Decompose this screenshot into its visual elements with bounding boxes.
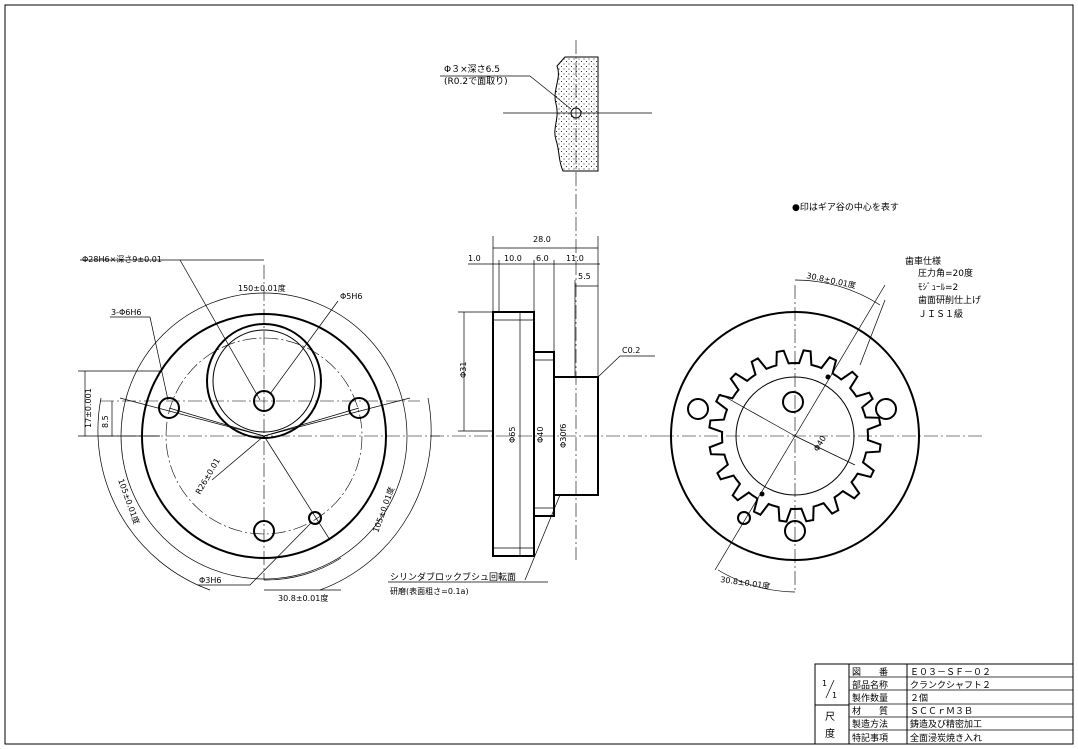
gear-spec-title: 歯車仕様 <box>905 255 941 267</box>
angle-right-label: 105±0.01度 <box>370 485 396 533</box>
scale-top: 1 <box>822 679 827 688</box>
dim-10-label: 10.0 <box>504 254 522 263</box>
row-label-method: 製造方法 <box>852 718 888 730</box>
right-angle-bottom-label: 30.8±0.01度 <box>720 574 771 591</box>
dia-40-label: Φ40 <box>536 427 545 443</box>
row-value-quantity: ２個 <box>910 692 928 704</box>
row-value-material: ＳＣＣｒＭ３Ｂ <box>910 707 973 717</box>
dim-55-label: 5.5 <box>578 272 591 281</box>
hole-note-line2: (R0.2で面取り) <box>444 76 508 87</box>
row-label-drawing-no: 図 番 <box>852 666 888 678</box>
dim-17-label: 17±0.001 <box>84 388 93 428</box>
dim-6-label: 6.0 <box>536 254 549 263</box>
scale-label-1: 尺 <box>825 711 835 723</box>
right-angle-top-label: 30.8±0.01度 <box>806 270 857 290</box>
hole-3h6-label: Φ3H6 <box>199 576 222 585</box>
gear-spec-block: 歯車仕様 圧力角=20度 ﾓｼﾞｭｰﾙ=2 歯面研削仕上げ ＪＩＳ１級 <box>905 255 981 320</box>
dim-11-label: 11.0 <box>566 254 584 263</box>
hole-5h6-label: Φ5H6 <box>340 292 363 301</box>
dim-1-label: 1.0 <box>468 254 481 263</box>
gear-spec-grade: ＪＩＳ１級 <box>918 308 963 320</box>
dim-85-label: 8.5 <box>101 415 110 428</box>
row-label-notes: 特記事項 <box>852 732 888 744</box>
surface-note2-label: 研磨(表面粗さ=0.1a) <box>390 586 469 596</box>
dia-65-label: Φ65 <box>508 427 517 443</box>
gear-spec-finish: 歯面研削仕上げ <box>918 294 981 306</box>
row-label-part-name: 部品名称 <box>852 679 888 691</box>
right-dia-40-label: Φ40 <box>812 434 828 453</box>
scale-label-2: 度 <box>825 727 835 740</box>
side-view: 28.0 1.0 10.0 6.0 11.0 5.5 C0.2 Φ31 Φ65 … <box>388 235 660 596</box>
top-detail-view: Φ３×深さ6.5 (R0.2で面取り) <box>440 40 652 195</box>
surface-note-label: シリンダブロックブシュ回転面 <box>390 571 516 583</box>
left-view: Φ28H6×深さ9±0.01 150±0.01度 Φ5H6 3-Φ6H6 17±… <box>78 255 440 603</box>
sheet-border <box>4 4 1074 745</box>
angle-bottom-label: 30.8±0.01度 <box>278 593 328 603</box>
radius-label: R26±0.01 <box>194 457 222 496</box>
row-value-part-name: クランクシャフト２ <box>910 680 991 691</box>
angle-left-label: 105±0.01度 <box>116 477 142 525</box>
row-value-method: 鋳造及び精密加工 <box>910 718 982 730</box>
dia-30-label: Φ30f6 <box>559 424 568 448</box>
gear-valley-note: ●印はギア谷の中心を表す <box>792 201 899 213</box>
bore-label: Φ28H6×深さ9±0.01 <box>82 255 162 264</box>
gear-spec-pressure: 圧力角=20度 <box>918 267 973 279</box>
gear-spec-module: ﾓｼﾞｭｰﾙ=2 <box>918 282 958 293</box>
dia-31-label: Φ31 <box>459 362 468 378</box>
scale-bottom: 1 <box>832 691 837 700</box>
row-label-quantity: 製作数量 <box>852 692 888 704</box>
holes-6h6-label: 3-Φ6H6 <box>111 308 141 317</box>
title-block: 1 1 尺 度 図 番 Ｅ０３－ＳＦ－０２ 部品名称 クランクシャフト２ 製作数… <box>814 663 1074 745</box>
row-label-material: 材 質 <box>852 705 888 717</box>
row-value-drawing-no: Ｅ０３－ＳＦ－０２ <box>910 668 991 678</box>
total-length-label: 28.0 <box>533 235 551 244</box>
chamfer-label: C0.2 <box>622 346 640 355</box>
pcd-label: 150±0.01度 <box>238 283 286 293</box>
row-value-notes: 全面浸炭焼き入れ <box>910 732 982 744</box>
hole-note-line1: Φ３×深さ6.5 <box>444 64 500 75</box>
